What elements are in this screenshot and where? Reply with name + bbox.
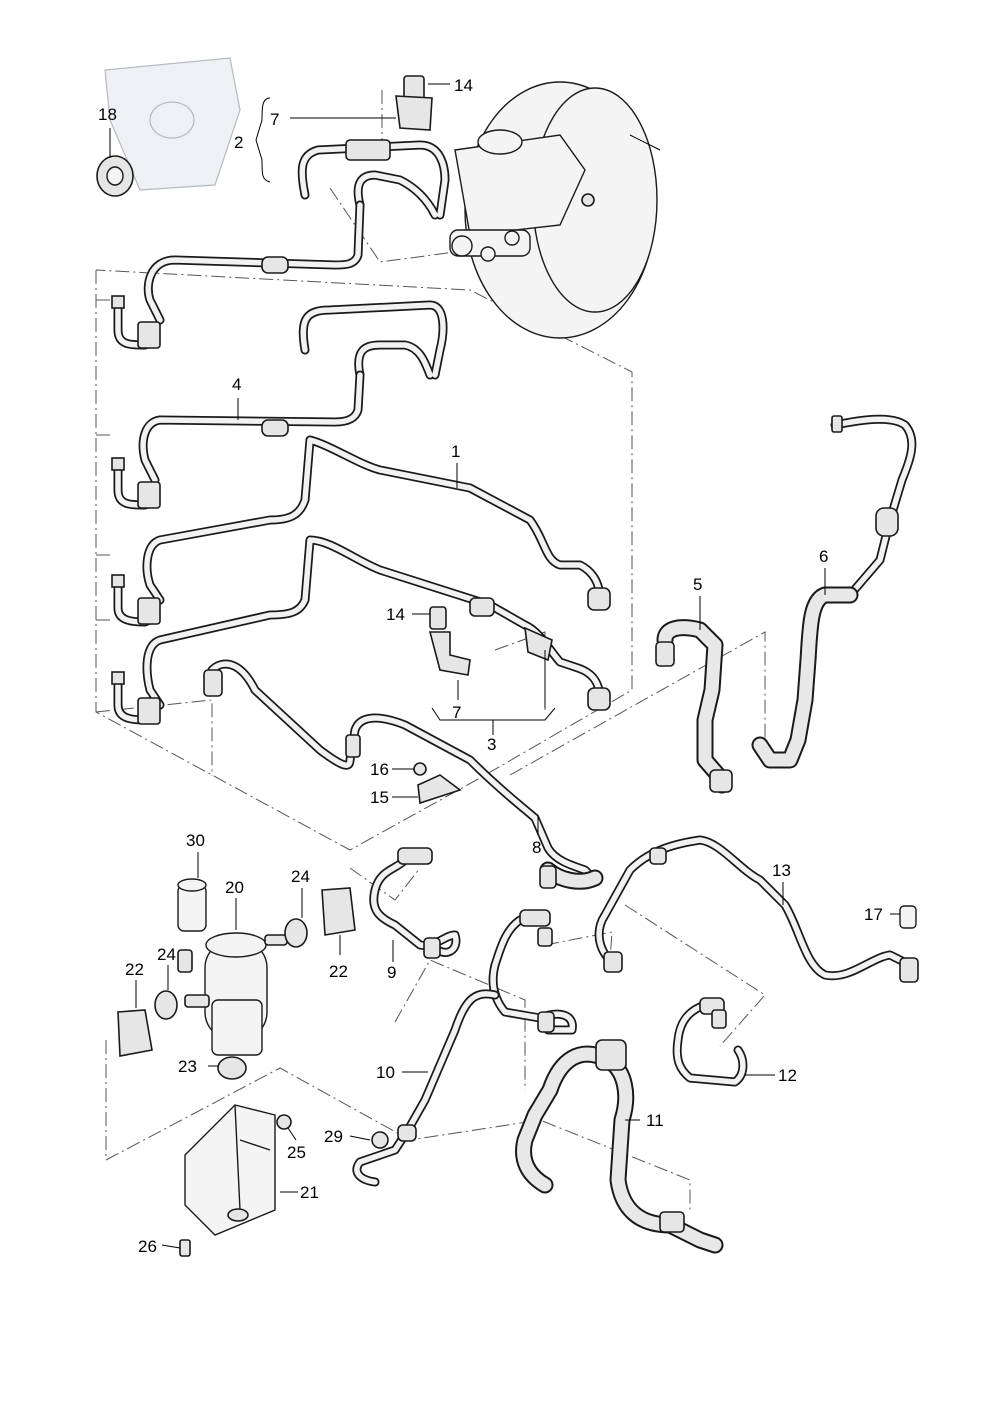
callout-label: 22 (125, 960, 144, 979)
mount-22-right (321, 887, 356, 936)
callout-label: 8 (532, 838, 541, 857)
leader-lines (109, 83, 900, 1249)
callout-label: 6 (819, 547, 828, 566)
callout-label: 7 (270, 110, 279, 129)
brake-lines-upper (111, 139, 611, 725)
firewall-fragment (96, 57, 241, 197)
callout-label: 12 (778, 1066, 797, 1085)
callout-label: 16 (370, 760, 389, 779)
callout-label: 5 (693, 575, 702, 594)
callout-label: 18 (98, 105, 117, 124)
bracket-7-top (395, 95, 433, 131)
brake-booster-assembly (449, 81, 661, 339)
callout-labels: 14 7 2 18 4 1 5 6 14 7 3 16 15 8 30 20 2… (98, 76, 883, 1256)
cap-18 (899, 905, 917, 929)
vacuum-hoses-5-6 (655, 414, 917, 794)
seal-24-left (154, 990, 178, 1020)
sensor-bracket-group (395, 75, 471, 676)
callout-label: 26 (138, 1237, 157, 1256)
callout-label: 3 (487, 735, 496, 754)
callout-label: 24 (157, 945, 176, 964)
callout-label: 30 (186, 831, 205, 850)
callout-label: 10 (376, 1063, 395, 1082)
callout-label: 25 (287, 1143, 306, 1162)
bracket-7-mid (428, 631, 471, 676)
callout-label: 14 (386, 605, 405, 624)
callout-label: 1 (451, 442, 460, 461)
vacuum-lines-lower (352, 835, 919, 1254)
vacuum-line-8 (203, 659, 604, 890)
clamp-29 (371, 1131, 389, 1149)
seal-24-right (284, 918, 308, 948)
clip-15 (417, 774, 462, 805)
callout-label: 11 (646, 1111, 664, 1130)
grommet-23 (217, 1056, 247, 1080)
callout-label: 23 (178, 1057, 197, 1076)
callout-label: 20 (225, 878, 244, 897)
callout-label: 4 (232, 375, 241, 394)
callout-label: 17 (864, 905, 883, 924)
callout-label: 29 (324, 1127, 343, 1146)
callout-label: 22 (329, 962, 348, 981)
callout-label: 9 (387, 963, 396, 982)
fluid-reservoir (454, 134, 586, 236)
check-valve-11 (595, 1039, 627, 1071)
cap-30 (177, 884, 207, 932)
vacuum-pump-group (117, 878, 356, 1257)
callout-label: 2 (234, 133, 243, 152)
callout-label: 7 (452, 703, 461, 722)
line-bracket (345, 139, 391, 161)
reservoir-cap (477, 129, 523, 155)
callout-label: 24 (291, 867, 310, 886)
mount-22-left (117, 1009, 153, 1057)
nut-25 (276, 1114, 292, 1130)
bolt-16 (413, 762, 427, 776)
sensor-14-mid (429, 606, 447, 630)
callout-label: 21 (300, 1183, 319, 1202)
bolt-26 (179, 1239, 191, 1257)
callout-label: 14 (454, 76, 473, 95)
callout-label: 15 (370, 788, 389, 807)
callout-label: 13 (772, 861, 791, 880)
